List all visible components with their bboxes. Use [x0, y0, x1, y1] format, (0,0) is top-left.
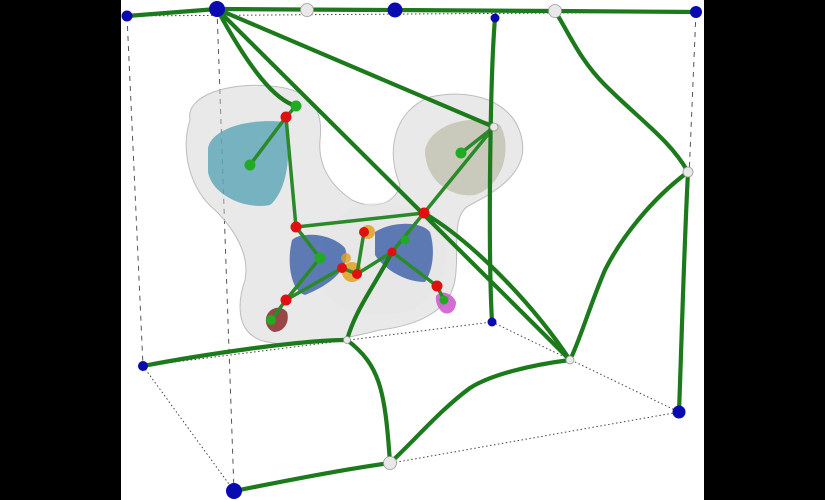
path-line — [676, 169, 691, 415]
critical-point-node[interactable] — [490, 13, 500, 23]
critical-point-node[interactable] — [400, 235, 410, 245]
bond — [284, 266, 344, 302]
bond-paths — [124, 6, 699, 494]
bond — [390, 250, 439, 288]
maroon-lobe — [265, 307, 288, 332]
scene-canvas — [121, 1, 702, 499]
critical-point-node[interactable] — [418, 207, 430, 219]
critical-point-node[interactable] — [682, 166, 694, 178]
critical-point-node[interactable] — [138, 361, 148, 371]
path-line — [140, 337, 350, 369]
path-line — [214, 6, 497, 130]
3d-viewport[interactable] — [121, 0, 704, 500]
orange-lobe — [341, 253, 351, 263]
bond — [390, 211, 426, 254]
blue-nodes — [121, 1, 702, 499]
bond — [355, 250, 394, 276]
path-line — [214, 6, 573, 363]
critical-point-node[interactable] — [343, 336, 351, 344]
critical-point-node[interactable] — [489, 122, 499, 132]
path-line — [552, 8, 699, 15]
path-line — [552, 8, 691, 175]
critical-point-node[interactable] — [431, 280, 443, 292]
box-edge — [126, 11, 697, 17]
bond — [294, 225, 322, 260]
path-line — [421, 210, 573, 363]
white-nodes — [300, 3, 694, 470]
path-line — [214, 6, 558, 14]
critical-point-node[interactable] — [121, 10, 133, 22]
critical-point-node[interactable] — [487, 317, 497, 327]
critical-point-node[interactable] — [209, 1, 225, 17]
box-edge — [233, 411, 680, 492]
bond — [294, 211, 426, 229]
bond — [248, 115, 288, 167]
critical-point-node[interactable] — [548, 4, 562, 18]
bond — [459, 125, 496, 155]
critical-point-node[interactable] — [337, 263, 347, 273]
critical-point-node[interactable] — [690, 6, 702, 18]
critical-point-node[interactable] — [672, 405, 686, 419]
green-nodes — [244, 100, 467, 325]
critical-point-node[interactable] — [280, 294, 292, 306]
path-line — [124, 6, 220, 19]
path-line — [214, 6, 299, 109]
critical-point-node[interactable] — [439, 295, 449, 305]
critical-point-node[interactable] — [387, 247, 397, 257]
bond — [355, 230, 366, 276]
critical-point-node[interactable] — [290, 221, 302, 233]
box-edge — [216, 8, 235, 492]
path-line — [387, 357, 573, 466]
path-line — [567, 169, 691, 363]
path-line — [344, 337, 393, 466]
bond — [422, 125, 496, 215]
critical-point-node[interactable] — [266, 315, 276, 325]
critical-point-node[interactable] — [300, 3, 314, 17]
bond — [284, 115, 298, 229]
bond — [284, 256, 322, 302]
path-line — [344, 249, 395, 343]
critical-point-node[interactable] — [314, 252, 326, 264]
red-nodes — [280, 111, 443, 306]
critical-point-node[interactable] — [290, 100, 302, 112]
critical-point-node[interactable] — [244, 159, 256, 171]
critical-point-node[interactable] — [383, 456, 397, 470]
critical-point-node[interactable] — [565, 355, 575, 365]
box-edge — [142, 365, 235, 492]
molecular-bonds — [248, 104, 496, 322]
critical-point-node[interactable] — [359, 227, 369, 237]
path-line — [231, 460, 393, 494]
box-edge — [491, 321, 680, 413]
critical-point-node[interactable] — [226, 483, 242, 499]
box-edge — [126, 15, 144, 367]
box-edge — [142, 321, 493, 367]
critical-point-node[interactable] — [352, 269, 362, 279]
blue-lobe-right — [375, 223, 433, 282]
critical-point-node[interactable] — [280, 111, 292, 123]
path-line — [487, 15, 498, 325]
critical-point-node[interactable] — [387, 2, 403, 18]
critical-point-node[interactable] — [455, 147, 467, 159]
